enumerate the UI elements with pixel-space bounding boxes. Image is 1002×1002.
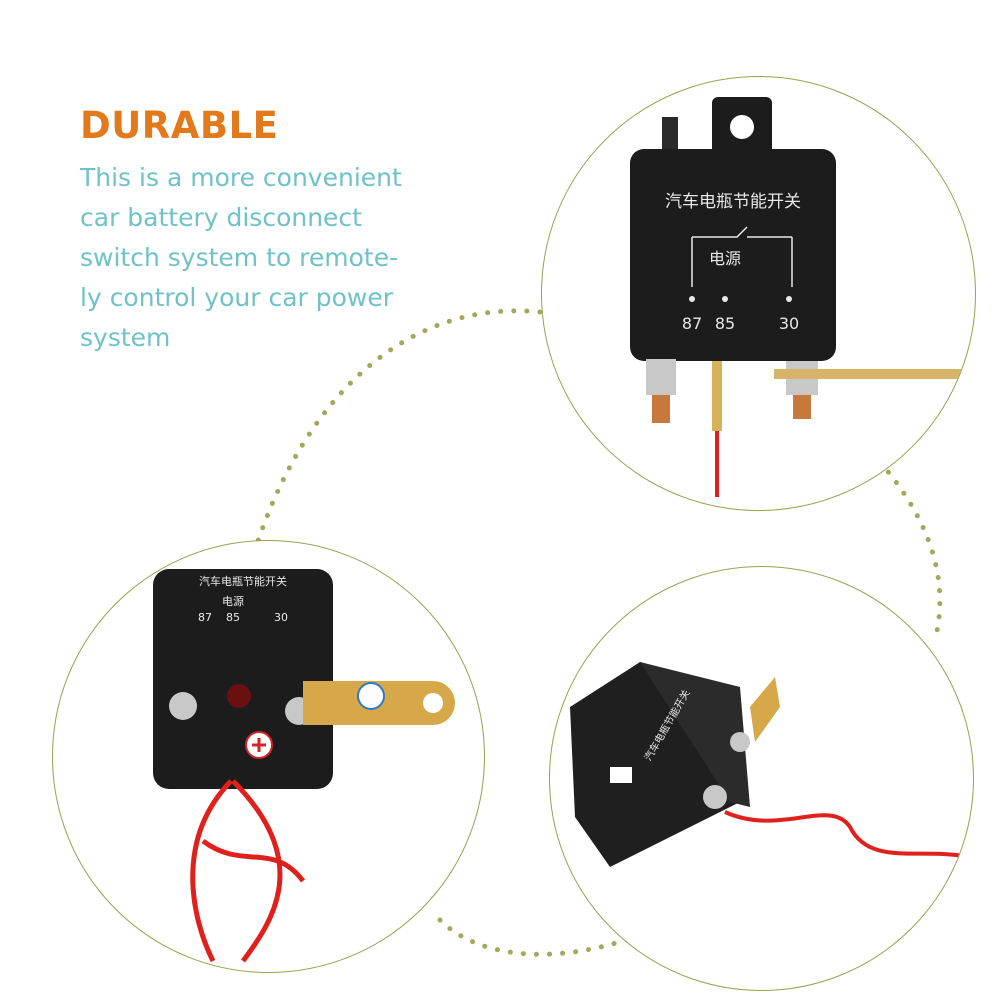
product-description: This is a more convenient car battery di… — [80, 163, 402, 352]
relay-pin-30-2: 30 — [274, 611, 288, 624]
product-photo-front: 汽车电瓶节能开关 电源 87 85 30 — [541, 76, 976, 511]
relay-pin-85-2: 85 — [226, 611, 240, 624]
relay-pin-85: 85 — [715, 314, 735, 333]
relay-title-label-2: 汽车电瓶节能开关 — [199, 574, 287, 588]
relay-title-label: 汽车电瓶节能开关 — [665, 192, 801, 212]
relay-pin-87: 87 — [682, 314, 702, 333]
relay-power-label-2: 电源 — [222, 594, 244, 608]
relay-pin-87-2: 87 — [198, 611, 212, 624]
product-photo-angled: 汽车电瓶节能开关 — [549, 566, 974, 991]
relay-pin-30: 30 — [779, 314, 799, 333]
product-photo-terminals: 汽车电瓶节能开关 电源 87 85 30 — [52, 540, 485, 973]
relay-power-label: 电源 — [709, 249, 741, 268]
headline: DURABLE — [80, 104, 279, 147]
